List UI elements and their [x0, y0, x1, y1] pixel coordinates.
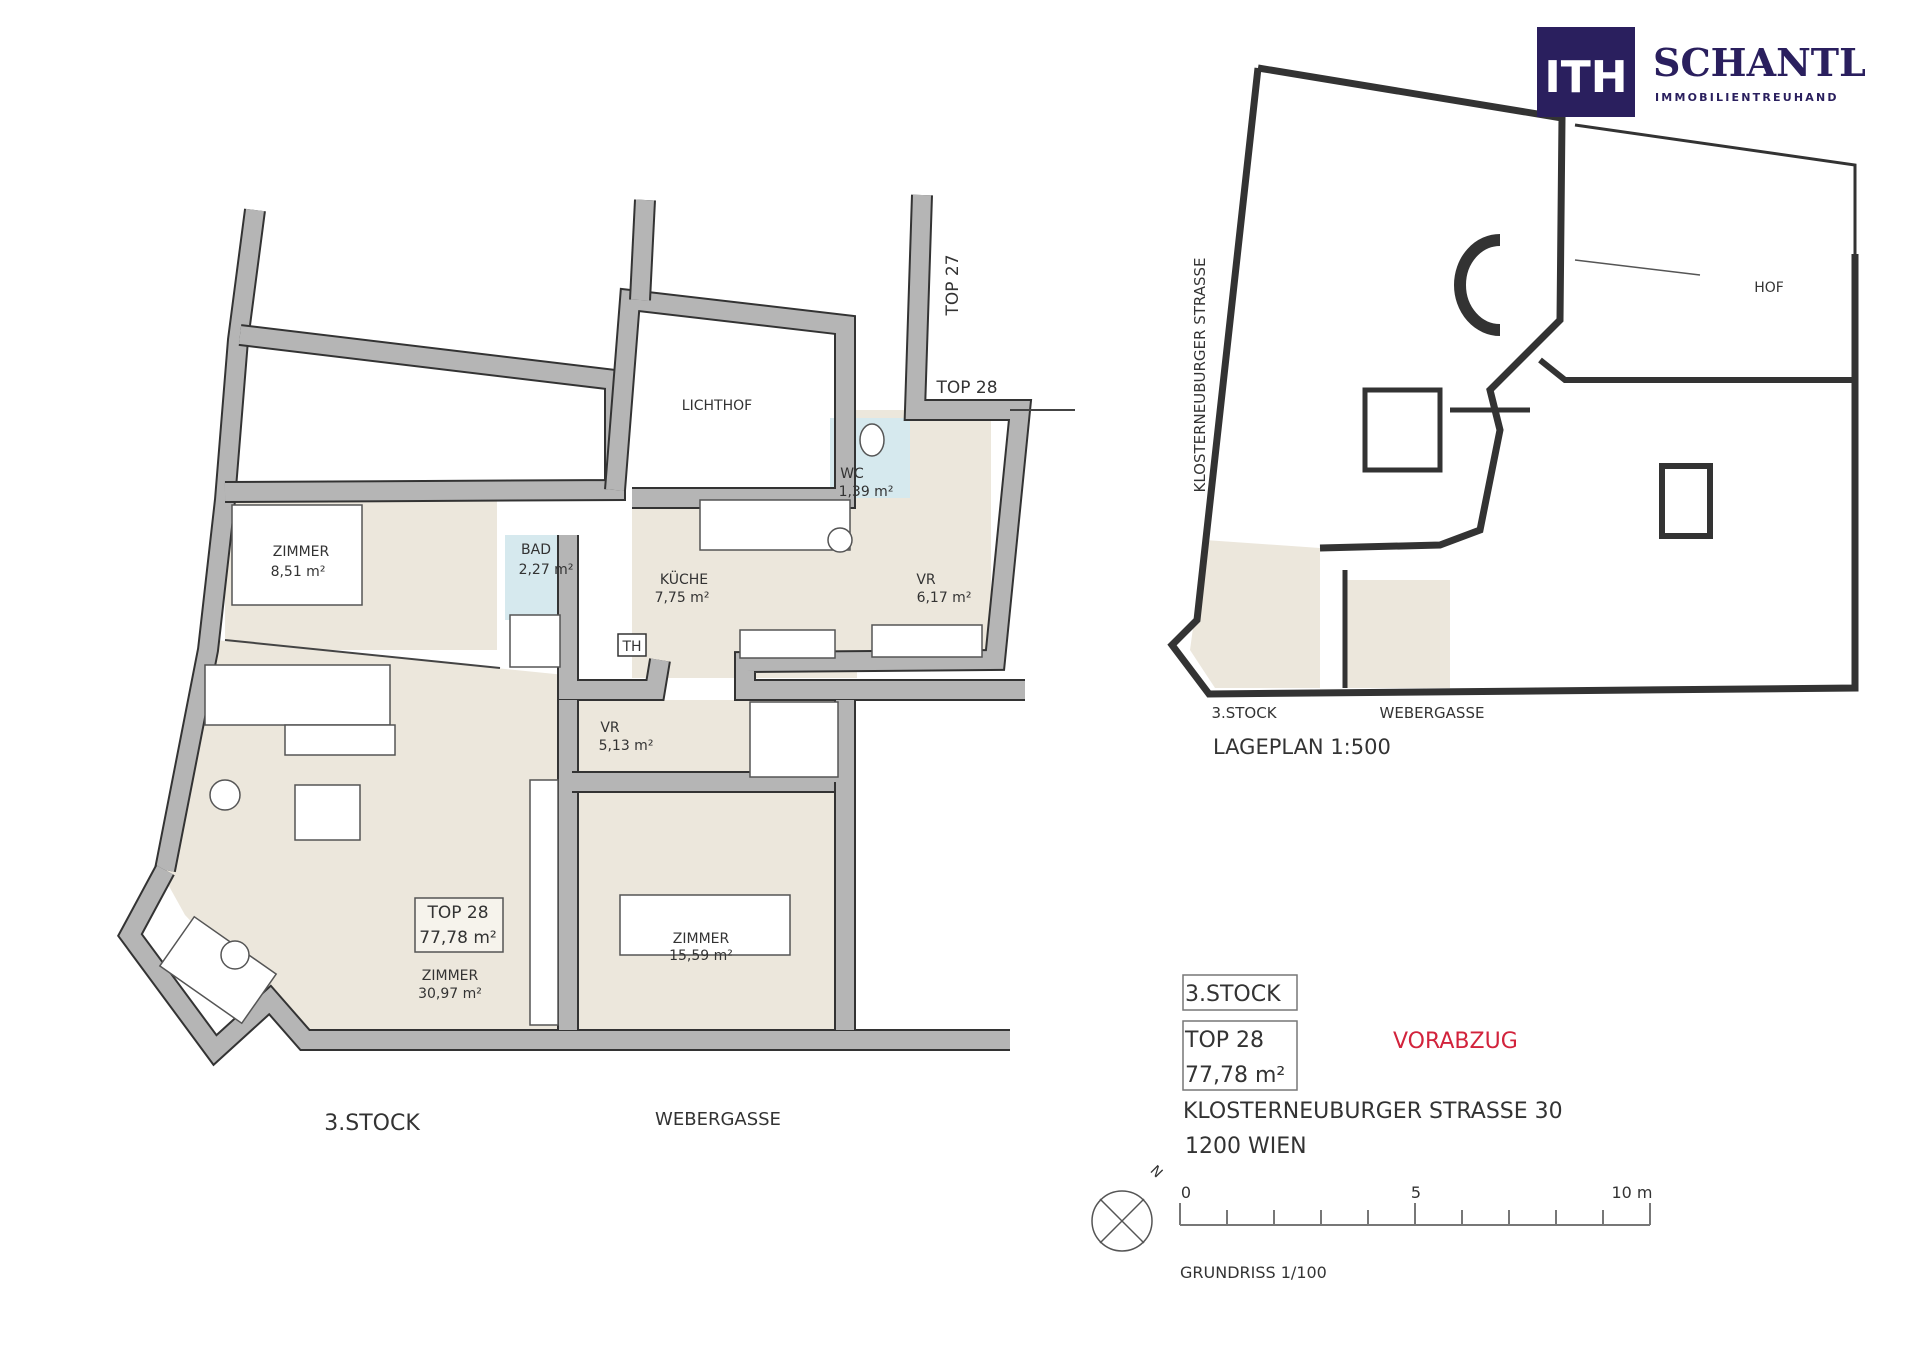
compass-north-label: N — [1147, 1163, 1166, 1182]
built-in-closet — [529, 779, 559, 1026]
scale-tick-0: 0 — [1181, 1183, 1191, 1202]
label-vr-lower: VR — [600, 720, 620, 736]
label-wc: WC — [840, 466, 864, 482]
site-unit-fill — [1190, 540, 1320, 688]
stove — [827, 527, 853, 553]
status-label: VORABZUG — [1393, 1029, 1518, 1054]
label-zimmer-small: ZIMMER — [273, 544, 330, 560]
unit-box — [414, 897, 504, 953]
info-block: 3.STOCK TOP 28 77,78 m² VORABZUG KLOSTER… — [1182, 974, 1563, 1159]
compass-icon: N — [1091, 1163, 1166, 1252]
site-plan: HOF KLOSTERNEUBURGER STRASSE 3.STOCK WEB… — [1167, 64, 1859, 759]
site-wall-outer — [1167, 67, 1859, 698]
area-vr-upper: 6,17 m² — [917, 590, 972, 606]
label-zimmer-large: ZIMMER — [422, 968, 479, 984]
label-bad: BAD — [521, 542, 551, 558]
street-label: WEBERGASSE — [655, 1109, 781, 1130]
area-zimmer-large: 30,97 m² — [418, 986, 482, 1002]
site-lichthof — [1362, 387, 1443, 473]
site-title: LAGEPLAN 1:500 — [1213, 735, 1391, 759]
dining-table — [619, 894, 791, 956]
label-top28-neighbor: TOP 28 — [935, 378, 997, 398]
label-top27: TOP 27 — [943, 254, 963, 316]
walls — [117, 194, 1075, 1067]
site-street-label: WEBERGASSE — [1380, 704, 1485, 722]
label-kueche: KÜCHE — [660, 570, 708, 588]
kitchen-counter — [699, 499, 851, 551]
armchair — [294, 784, 361, 841]
site-wall-inner — [1257, 64, 1566, 552]
area-zimmer-small: 8,51 m² — [271, 564, 326, 580]
info-area: 77,78 m² — [1185, 1063, 1285, 1088]
th-box — [617, 633, 647, 657]
toilet — [859, 423, 885, 457]
logo-tagline: IMMOBILIENTREUHAND — [1655, 91, 1839, 104]
area-zimmer-dining: 15,59 m² — [669, 948, 733, 964]
label-th: TH — [621, 639, 641, 655]
sofa — [204, 664, 391, 726]
scale-tick-5: 5 — [1411, 1183, 1421, 1202]
shower — [509, 614, 561, 668]
desk-chair — [220, 940, 250, 970]
site-unit-fill-2 — [1345, 580, 1450, 688]
label-vr-upper: VR — [916, 572, 936, 588]
closet — [749, 701, 839, 778]
site-label-hof: HOF — [1754, 280, 1784, 296]
address-line1: KLOSTERNEUBURGER STRASSE 30 — [1183, 1099, 1563, 1124]
label-zimmer-dining: ZIMMER — [673, 931, 730, 947]
floor-box — [1182, 974, 1298, 1011]
scale-tick-10: 10 m — [1611, 1183, 1652, 1202]
wardrobe — [871, 624, 983, 658]
label-lichthof: LICHTHOF — [682, 398, 752, 414]
scale-bar: 0 5 10 m GRUNDRISS 1/100 — [1179, 1183, 1653, 1282]
site-hof-edge — [1574, 123, 1857, 254]
site-lichthof-2 — [1659, 463, 1713, 539]
kitchen-island — [739, 629, 836, 659]
logo-mark — [1537, 27, 1635, 117]
area-vr-lower: 5,13 m² — [599, 738, 654, 754]
site-wall-hof — [1538, 357, 1855, 383]
logo: ITH SCHANTL IMMOBILIENTREUHAND — [1537, 27, 1866, 117]
info-floor: 3.STOCK — [1185, 982, 1281, 1007]
bed — [231, 504, 363, 606]
site-street-vertical: KLOSTERNEUBURGER STRASSE — [1191, 258, 1209, 493]
floor-plan: LICHTHOF WC 1,39 m² ZIMMER 8,51 m² BAD 2… — [117, 194, 1075, 1136]
area-wc: 1,39 m² — [839, 484, 894, 500]
furniture — [158, 423, 983, 1026]
floor-label: 3.STOCK — [324, 1111, 420, 1136]
lamp — [209, 779, 241, 811]
site-hof-line — [1574, 259, 1701, 276]
area-kueche: 7,75 m² — [655, 590, 710, 606]
site-stair — [1454, 234, 1501, 336]
info-unit: TOP 28 — [1184, 1028, 1264, 1053]
coffee-table — [284, 724, 396, 756]
address-line2: 1200 WIEN — [1185, 1134, 1307, 1159]
site-floor-label: 3.STOCK — [1211, 704, 1277, 722]
unit-title: TOP 28 — [426, 903, 488, 923]
unit-area: 77,78 m² — [419, 928, 496, 948]
logo-name: SCHANTL — [1653, 40, 1866, 85]
area-bad: 2,27 m² — [519, 562, 574, 578]
unit-info-box — [1182, 1020, 1298, 1091]
scale-label: GRUNDRISS 1/100 — [1180, 1263, 1327, 1282]
logo-mark-text: ITH — [1544, 52, 1627, 103]
